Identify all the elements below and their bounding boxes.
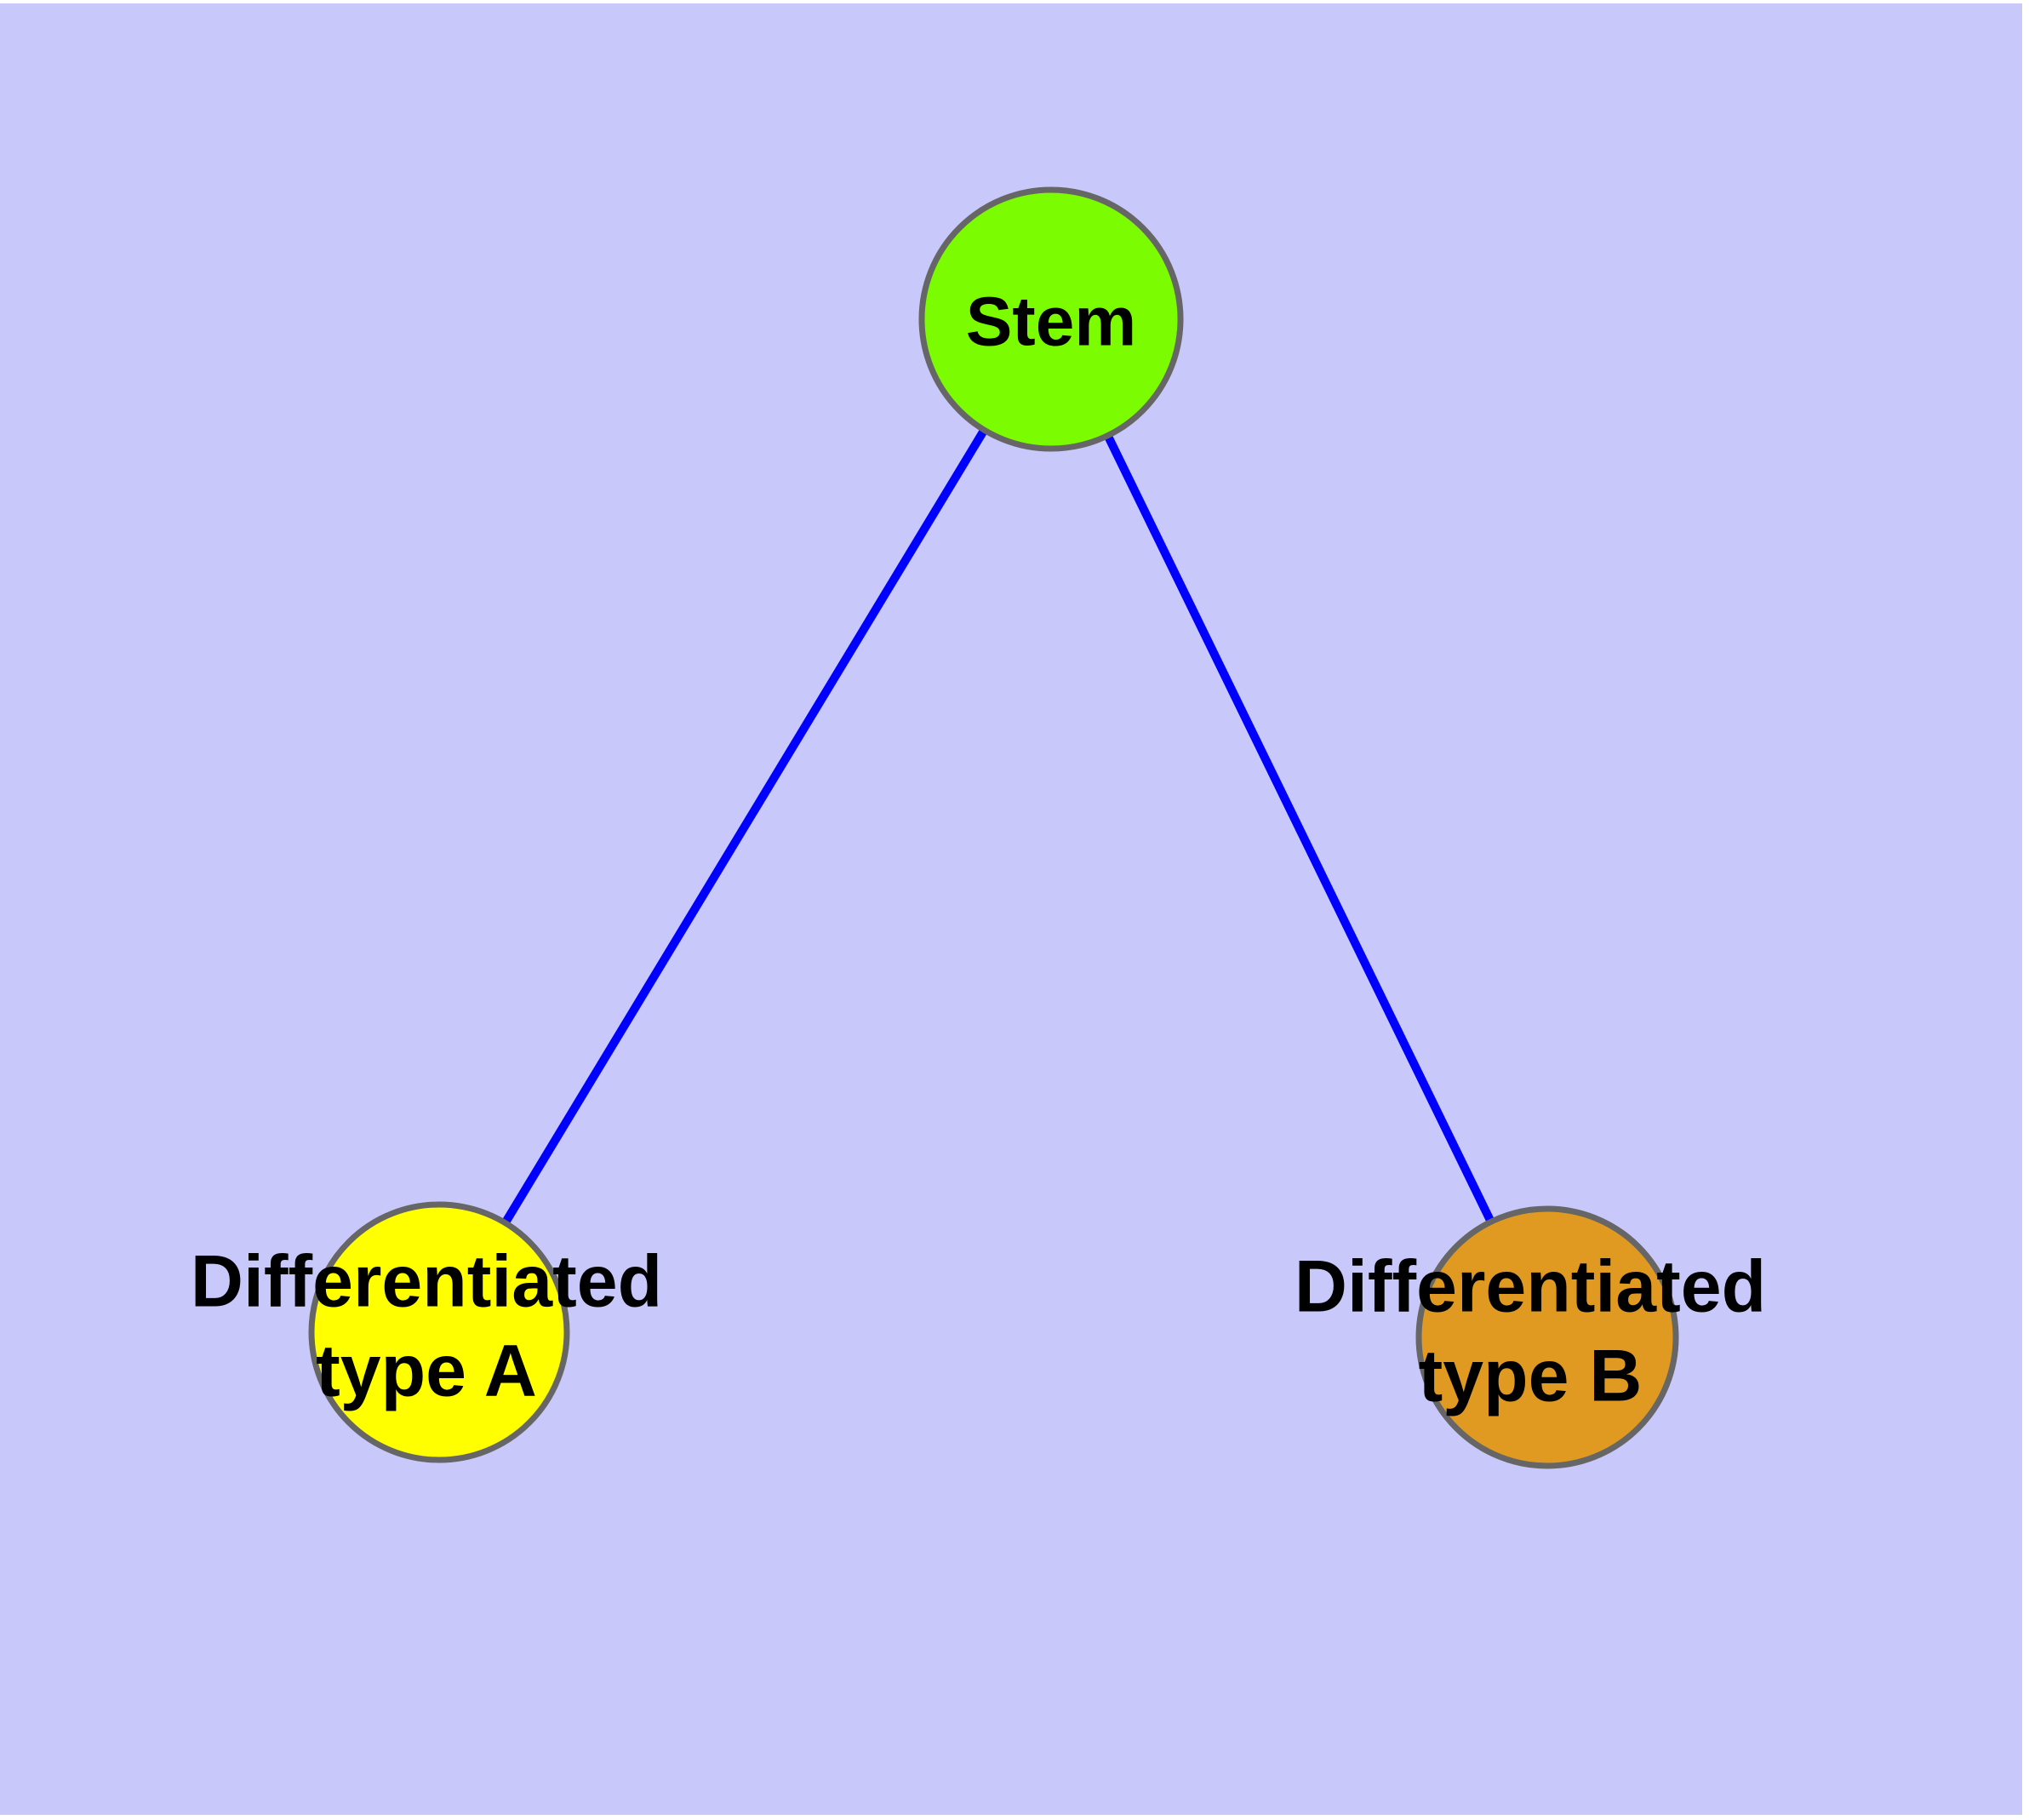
node-stem[interactable]: Stem xyxy=(918,186,1184,452)
node-differentiated-type-b-circle[interactable] xyxy=(1415,1205,1679,1469)
node-differentiated-type-a[interactable] xyxy=(308,1201,570,1463)
edge-stem-to-differentiated-type-a[interactable] xyxy=(501,427,988,1226)
node-layer: Stem xyxy=(308,186,1679,1469)
node-differentiated-type-a-label-line1: Differentiated xyxy=(191,1241,662,1323)
node-differentiated-type-a-circle[interactable] xyxy=(308,1201,570,1463)
node-stem-label: Stem xyxy=(966,283,1137,361)
edge-stem-to-differentiated-type-b[interactable] xyxy=(1104,433,1495,1224)
node-differentiated-type-a-label-line2: type A xyxy=(316,1331,537,1412)
node-differentiated-type-b[interactable] xyxy=(1415,1205,1679,1469)
node-stem-circle[interactable] xyxy=(918,186,1184,452)
node-differentiated-type-b-label-line2: type B xyxy=(1419,1336,1643,1417)
node-differentiated-type-b-label-line1: Differentiated xyxy=(1295,1246,1766,1328)
leaf-label-layer: Differentiated type A Differentiated typ… xyxy=(191,1241,1766,1417)
edge-layer xyxy=(501,427,1495,1226)
